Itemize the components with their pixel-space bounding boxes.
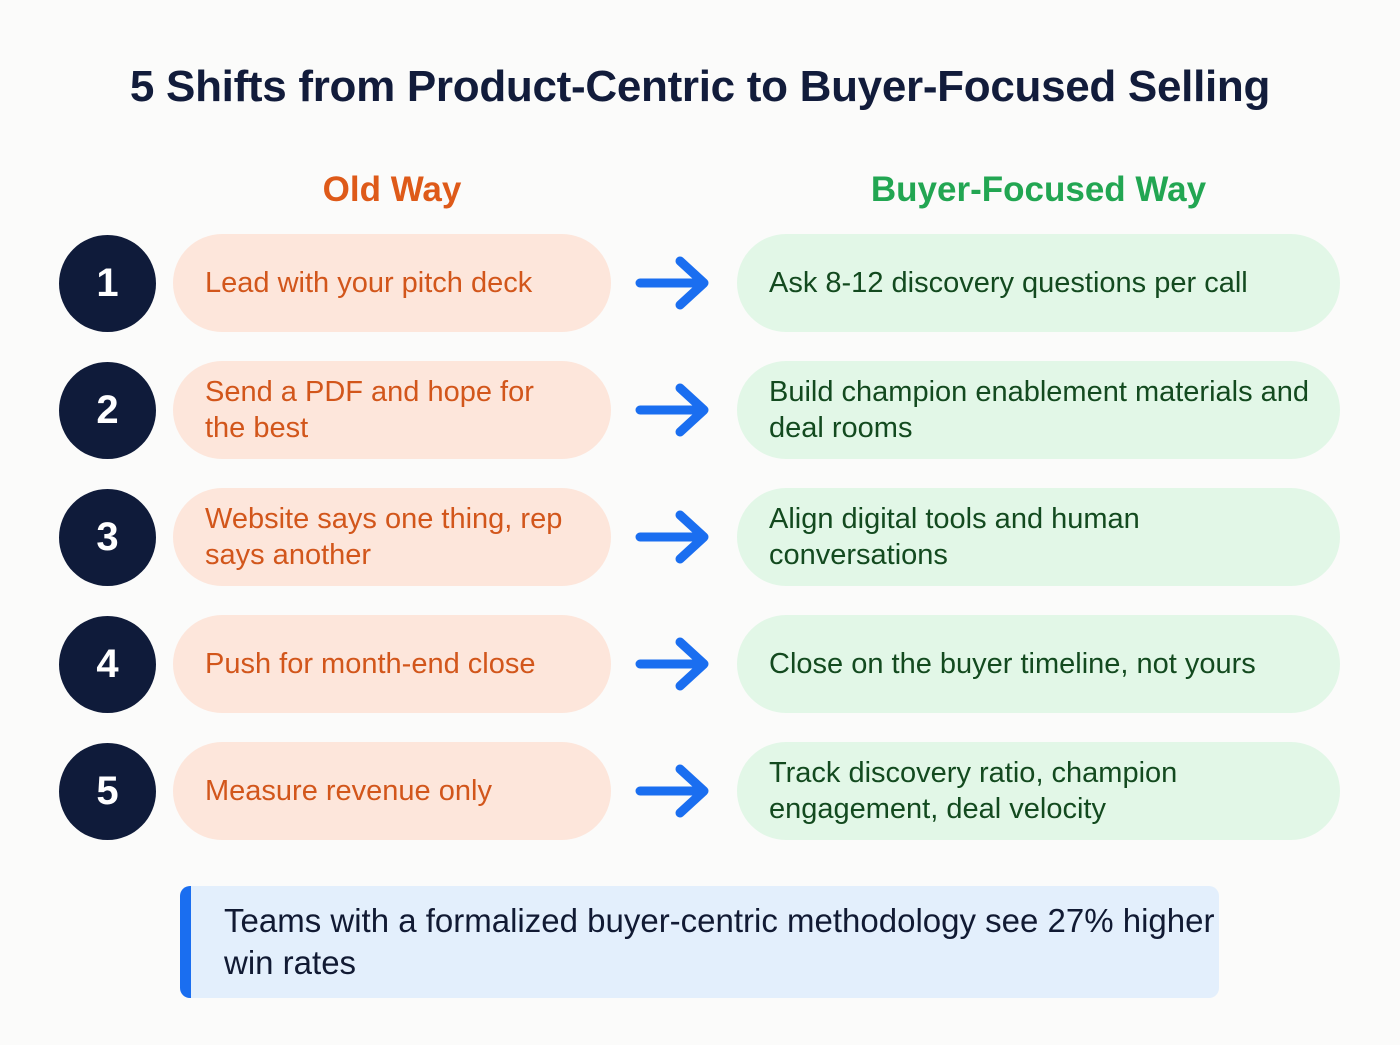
arrow-right-icon <box>635 256 709 310</box>
shift-row-1: 1 Lead with your pitch deck Ask 8-12 dis… <box>0 234 1400 332</box>
old-way-text: Measure revenue only <box>205 775 492 807</box>
step-number-badge: 2 <box>59 362 156 459</box>
old-way-text: Lead with your pitch deck <box>205 267 533 299</box>
buyer-focused-text: Build champion enablement materials and … <box>769 376 1310 444</box>
buyer-focused-pill: Build champion enablement materials and … <box>737 361 1340 459</box>
buyer-focused-pill: Track discovery ratio, champion engageme… <box>737 742 1340 840</box>
shift-row-2: 2 Send a PDF and hope for the best Build… <box>0 361 1400 459</box>
old-way-pill: Measure revenue only <box>173 742 611 840</box>
arrow-right-icon <box>635 637 709 691</box>
buyer-focused-pill: Align digital tools and human conversati… <box>737 488 1340 586</box>
step-number-badge: 4 <box>59 616 156 713</box>
buyer-focused-text: Align digital tools and human conversati… <box>769 503 1140 571</box>
old-way-heading: Old Way <box>322 170 462 209</box>
shift-row-3: 3 Website says one thing, rep says anoth… <box>0 488 1400 586</box>
buyer-focused-way-heading: Buyer-Focused Way <box>870 170 1207 209</box>
old-way-pill: Push for month-end close <box>173 615 611 713</box>
buyer-focused-text: Close on the buyer timeline, not yours <box>769 648 1256 680</box>
page-title: 5 Shifts from Product-Centric to Buyer-F… <box>129 62 1271 111</box>
old-way-pill: Website says one thing, rep says another <box>173 488 611 586</box>
old-way-pill: Lead with your pitch deck <box>173 234 611 332</box>
old-way-pill: Send a PDF and hope for the best <box>173 361 611 459</box>
old-way-text: Send a PDF and hope for the best <box>205 376 534 444</box>
buyer-focused-pill: Close on the buyer timeline, not yours <box>737 615 1340 713</box>
step-number-badge: 5 <box>59 743 156 840</box>
arrow-right-icon <box>635 764 709 818</box>
shift-row-5: 5 Measure revenue only Track discovery r… <box>0 742 1400 840</box>
shift-row-4: 4 Push for month-end close Close on the … <box>0 615 1400 713</box>
step-number-badge: 1 <box>59 235 156 332</box>
arrow-right-icon <box>635 383 709 437</box>
arrow-right-icon <box>635 510 709 564</box>
buyer-focused-text: Track discovery ratio, champion engageme… <box>769 757 1178 825</box>
buyer-focused-pill: Ask 8-12 discovery questions per call <box>737 234 1340 332</box>
stat-callout: Teams with a formalized buyer-centric me… <box>180 886 1219 998</box>
step-number-badge: 3 <box>59 489 156 586</box>
old-way-text: Website says one thing, rep says another <box>205 503 563 571</box>
old-way-text: Push for month-end close <box>205 648 536 680</box>
buyer-focused-text: Ask 8-12 discovery questions per call <box>769 267 1248 299</box>
